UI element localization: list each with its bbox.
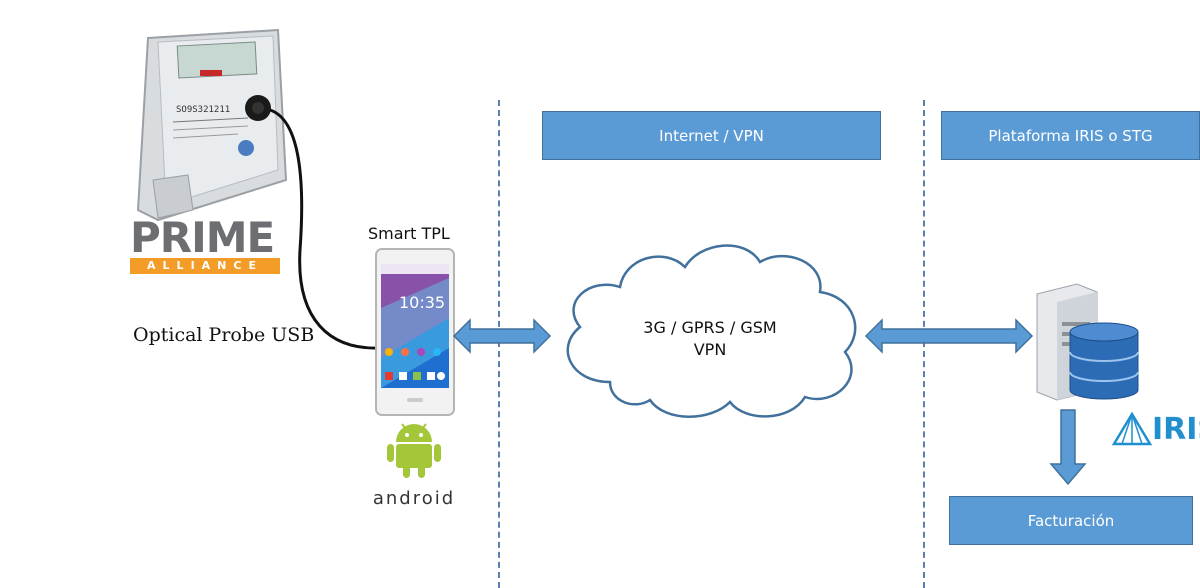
- cloud-label-line1: 3G / GPRS / GSM: [643, 318, 777, 337]
- billing-label: Facturación: [1027, 511, 1115, 530]
- arrow-down-billing: [1049, 409, 1087, 486]
- database-icon: [1069, 322, 1139, 400]
- billing-box: Facturación: [949, 496, 1193, 545]
- alliance-logo-text: ALLIANCE: [130, 258, 280, 274]
- phone-clock: 10:35: [399, 293, 445, 312]
- internet-vpn-label: Internet / VPN: [659, 126, 764, 145]
- platform-label: Plataforma IRIS o STG: [988, 126, 1153, 145]
- smart-tpl-label: Smart TPL: [368, 224, 450, 243]
- probe-cable: [269, 108, 381, 350]
- prime-logo-text: PRIME: [130, 213, 275, 262]
- prime-alliance-logo: PRIME ALLIANCE: [130, 213, 290, 274]
- android-icon: [387, 423, 441, 478]
- network-cloud: [566, 244, 857, 418]
- electricity-meter: SO9S321211: [136, 28, 288, 222]
- android-wordmark: android: [372, 488, 456, 509]
- cloud-label-line2: VPN: [693, 340, 727, 359]
- iris-logo-text: IRIS: [1152, 412, 1200, 447]
- meter-serial: SO9S321211: [176, 105, 230, 115]
- smartphone: 10:35: [375, 248, 455, 416]
- separator-left: [498, 100, 500, 588]
- optical-probe-label: Optical Probe USB: [133, 324, 315, 346]
- separator-right: [923, 100, 925, 588]
- iris-logo-icon: [1111, 411, 1153, 446]
- arrow-phone-cloud: [452, 318, 552, 354]
- arrow-cloud-server: [864, 318, 1034, 354]
- platform-box: Plataforma IRIS o STG: [941, 111, 1200, 160]
- internet-vpn-box: Internet / VPN: [542, 111, 881, 160]
